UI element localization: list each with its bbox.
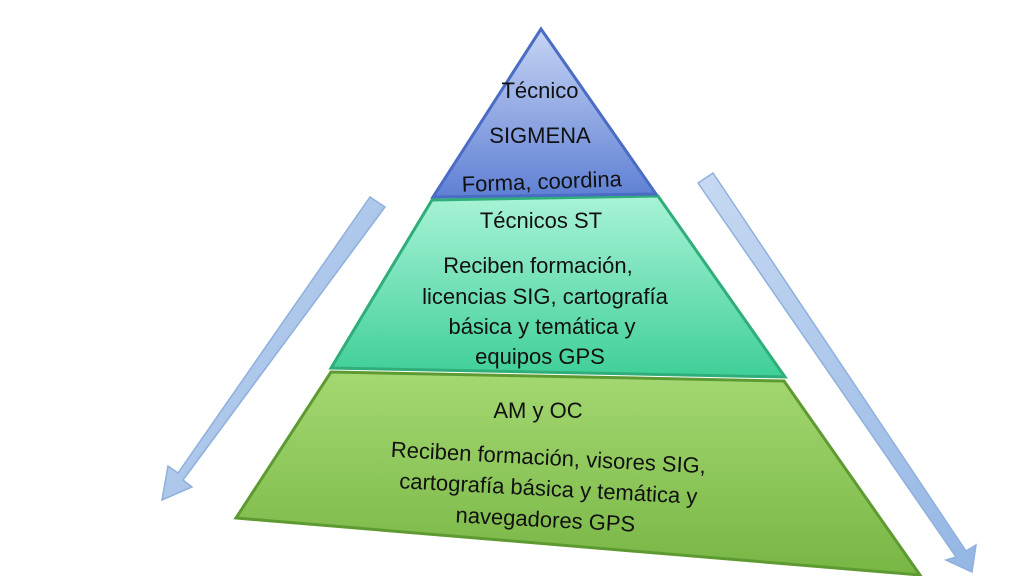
top-tier-description: Forma, coordina <box>461 166 623 197</box>
middle-tier-line-3: básica y temática y <box>448 314 635 339</box>
middle-tier-line-1: Reciben formación, <box>443 253 633 278</box>
arrow-down-right-icon <box>696 171 977 574</box>
pyramid-tier-bottom <box>233 370 923 576</box>
arrow-down-left-icon <box>161 195 387 502</box>
top-tier-subtitle: SIGMENA <box>489 123 591 148</box>
middle-tier-line-4: equipos GPS <box>475 344 605 369</box>
pyramid-tier-middle <box>328 194 788 379</box>
middle-tier-title: Técnicos ST <box>480 208 602 233</box>
top-tier-title: Técnico <box>501 78 578 103</box>
pyramid-tier-top <box>430 26 659 199</box>
middle-tier-line-2: licencias SIG, cartografía <box>422 284 669 309</box>
bottom-tier-title: AM y OC <box>493 398 582 423</box>
